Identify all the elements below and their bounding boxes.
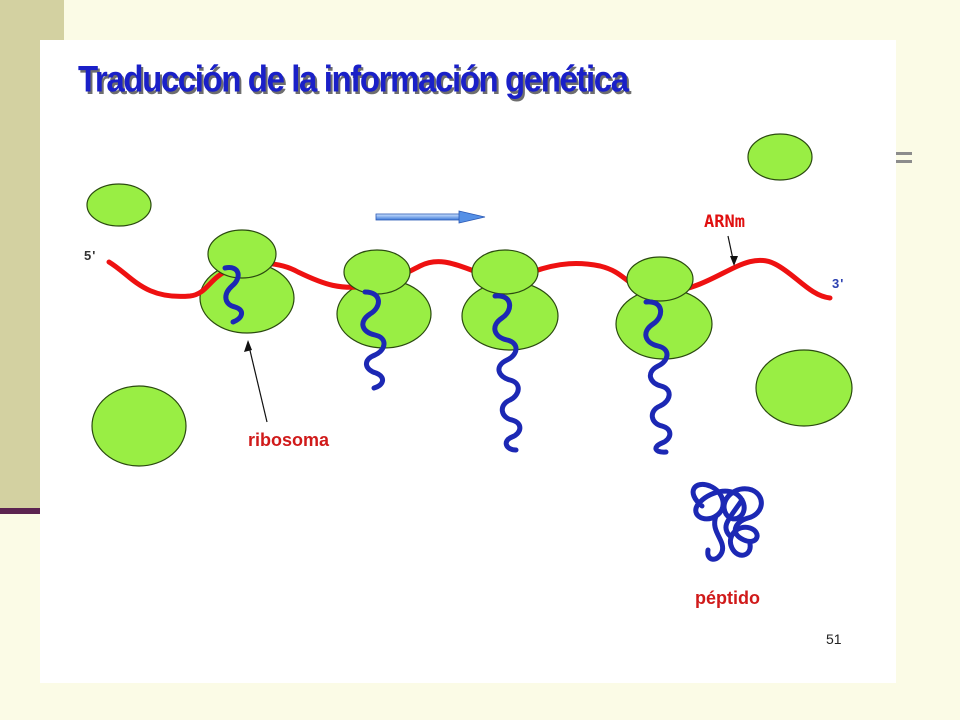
free-ribosome-subunits <box>86 133 853 467</box>
ribosome-label: ribosoma <box>248 430 330 450</box>
slide-title: Traducción de la información genética <box>78 58 629 100</box>
released-peptide <box>690 482 764 562</box>
three-prime-label: 3' <box>832 276 845 291</box>
peptide-chain <box>492 293 523 453</box>
ribosome-large-subunits <box>199 262 713 360</box>
sidebar-accent-line <box>0 508 64 514</box>
free-subunit <box>747 133 813 181</box>
mrna-label: ARNm <box>704 212 745 232</box>
ribosome-pointer <box>247 341 268 423</box>
peptide-chain <box>222 265 244 325</box>
label-pointers <box>244 235 738 423</box>
corner-mark <box>896 152 912 155</box>
ribosome-small-subunit <box>207 229 277 279</box>
slide-canvas: Traducción de la información genética 5'… <box>40 40 896 683</box>
peptide-label: péptido <box>695 588 760 608</box>
peptide-chain <box>360 289 387 391</box>
free-subunit <box>86 183 152 227</box>
free-subunit <box>755 349 853 427</box>
five-prime-label: 5' <box>84 248 97 263</box>
ribosome-small-subunit <box>343 249 411 295</box>
ribosome-small-subunit <box>626 256 694 302</box>
ribosome-small-subunit <box>471 249 539 295</box>
direction-arrow <box>375 210 486 224</box>
nascent-peptides <box>222 265 673 455</box>
page-number: 51 <box>826 631 842 647</box>
free-subunit <box>91 385 187 467</box>
peptide-chain <box>643 299 673 455</box>
translation-diagram <box>86 133 853 562</box>
corner-mark <box>896 160 912 163</box>
